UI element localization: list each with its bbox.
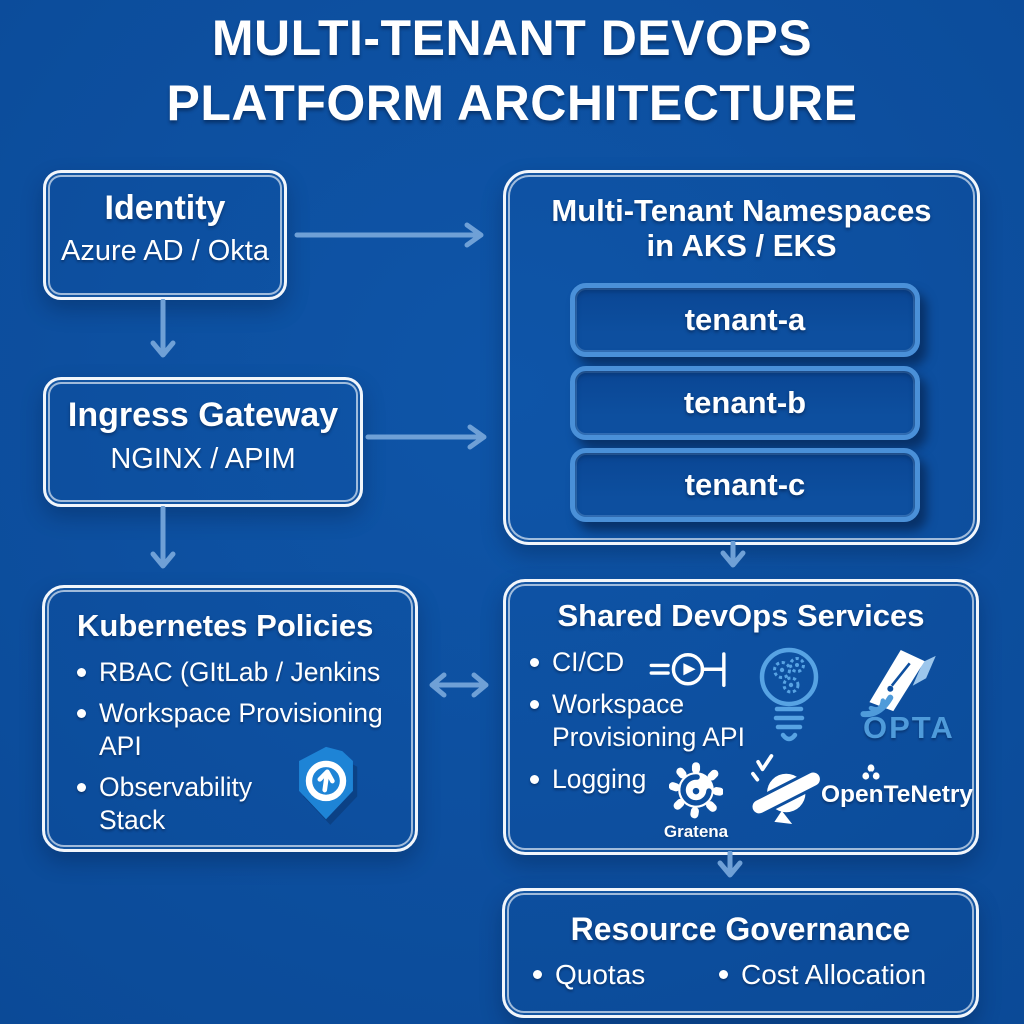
kubernetes-bullet-3: Observability Stack (99, 772, 253, 835)
governance-title: Resource Governance (570, 911, 911, 947)
arrow-kubernetes-shared-bidirectional-icon (429, 672, 489, 698)
shared-title: Shared DevOps Services (557, 598, 925, 633)
identity-subtitle: Azure AD / Okta (61, 235, 269, 267)
kubernetes-bullet-list: RBAC (GItLab / Jenkins Workspace Provisi… (77, 656, 407, 837)
tenant-c-box: tenant-c (570, 448, 920, 522)
arrow-identity-to-namespaces-icon (294, 222, 484, 248)
arrow-identity-to-ingress-icon (150, 299, 176, 358)
resource-governance-box: Resource Governance Quotas Cost Allocati… (502, 888, 979, 1018)
list-item: Quotas (533, 957, 645, 993)
list-item: Cost Allocation (719, 957, 926, 993)
list-item: RBAC (GItLab / Jenkins (77, 656, 407, 689)
page-title-line2: PLATFORM ARCHITECTURE (166, 75, 858, 131)
otel-label: OpenTeNetry (821, 781, 974, 808)
list-item: Observability Stack (77, 771, 407, 837)
bullet-dot-icon (530, 775, 539, 784)
arrow-namespaces-to-shared-icon (720, 541, 746, 568)
ingress-gateway-box: Ingress Gateway NGINX / APIM (43, 377, 363, 507)
kubernetes-policies-box: Kubernetes Policies RBAC (GItLab / Jenki… (42, 585, 418, 852)
tenant-c-label: tenant-c (684, 467, 806, 502)
tenant-a-box: tenant-a (570, 283, 920, 357)
list-item: Workspace Provisioning API (530, 688, 787, 754)
tenant-b-label: tenant-b (683, 385, 807, 420)
ingress-title: Ingress Gateway (67, 396, 339, 434)
governance-bullet-1: Quotas (555, 959, 646, 990)
namespaces-title: Multi-Tenant Namespaces in AKS / EKS (506, 193, 977, 263)
shared-bullet-list: CI/CD Workspace Provisioning API Logging (530, 646, 787, 796)
shared-bullet-1: CI/CD (552, 647, 625, 677)
arrow-ingress-to-kubernetes-icon (150, 506, 176, 569)
namespaces-title-line2: in AKS / EKS (646, 228, 837, 263)
bullet-dot-icon (77, 783, 86, 792)
gear-spiral-icon (669, 762, 723, 819)
bullet-dot-icon (530, 658, 539, 667)
bullet-dot-icon (719, 970, 728, 979)
governance-bullet-2: Cost Allocation (741, 959, 927, 990)
tenant-b-box: tenant-b (570, 366, 920, 440)
page-title: MULTI-TENANT DEVOPS PLATFORM ARCHITECTUR… (0, 6, 1024, 136)
pipeline-icon (649, 652, 726, 687)
ingress-subtitle: NGINX / APIM (110, 443, 296, 475)
pen-nib-icon (860, 649, 936, 718)
kubernetes-title: Kubernetes Policies (77, 608, 374, 643)
list-item: Logging (530, 763, 787, 796)
bullet-dot-icon (77, 668, 86, 677)
telescope-planet-icon (749, 754, 823, 825)
namespaces-box: Multi-Tenant Namespaces in AKS / EKS ten… (503, 170, 980, 545)
arrow-ingress-to-namespaces-icon (365, 424, 487, 450)
shared-services-box: Shared DevOps Services CI/CD Workspace P… (503, 579, 979, 855)
identity-box: Identity Azure AD / Okta (43, 170, 287, 300)
bullet-dot-icon (533, 970, 542, 979)
namespaces-title-line1: Multi-Tenant Namespaces (551, 193, 932, 228)
bullet-dot-icon (77, 709, 86, 718)
page-title-line1: MULTI-TENANT DEVOPS (211, 10, 813, 66)
bullet-dot-icon (530, 700, 539, 709)
shield-arrow-badge-icon (299, 746, 358, 825)
tenant-a-label: tenant-a (684, 302, 806, 337)
list-item: Workspace Provisioning API (77, 697, 407, 763)
shared-bullet-3: Logging (552, 764, 647, 794)
lightbulb-gears-icon (759, 647, 819, 742)
kubernetes-bullet-1: RBAC (GItLab / Jenkins (99, 657, 381, 687)
list-item: CI/CD (530, 646, 787, 679)
sparkle-icon (862, 764, 880, 780)
grafana-label: Gratena (663, 822, 729, 841)
arrow-shared-to-governance-icon (717, 851, 743, 878)
identity-title: Identity (104, 189, 226, 227)
kubernetes-bullet-2: Workspace Provisioning API (99, 698, 383, 761)
opa-label: OPTA (863, 710, 955, 745)
shared-bullet-2: Workspace Provisioning API (552, 689, 745, 752)
